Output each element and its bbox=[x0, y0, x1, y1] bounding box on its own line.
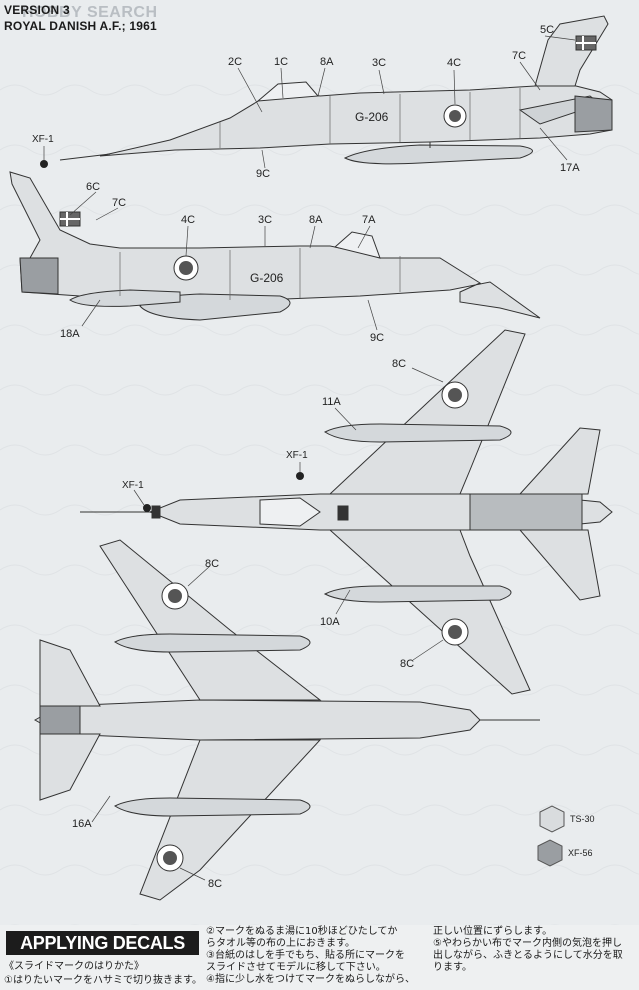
instruction-step-5c: ります。 bbox=[433, 962, 472, 973]
callout-label: XF-1 bbox=[122, 480, 144, 491]
callout-label: 9C bbox=[256, 168, 271, 180]
paint-swatch-xf56 bbox=[537, 839, 563, 867]
instruction-step-4b: 正しい位置にずらします。 bbox=[433, 926, 553, 937]
aircraft-drawings: G-206 G-206 bbox=[0, 15, 639, 925]
bottom-view bbox=[33, 539, 540, 901]
callout-label: 10A bbox=[320, 616, 340, 628]
instruction-step-5b: 出しながら、ふきとるようにして水分を取 bbox=[433, 950, 623, 961]
callout-label: 2C bbox=[228, 56, 243, 68]
callout-label: 16A bbox=[72, 818, 92, 830]
top-view bbox=[80, 329, 613, 695]
callout-label: 8C bbox=[208, 878, 223, 890]
callout-label: XF-1 bbox=[32, 134, 54, 145]
xf1-dot bbox=[296, 472, 304, 480]
side-view-left bbox=[9, 171, 541, 321]
callout-label: 8C bbox=[205, 558, 220, 570]
registration-top: G-206 bbox=[355, 110, 389, 124]
callout-label: 8A bbox=[320, 56, 334, 68]
callout-label: 3C bbox=[372, 57, 387, 69]
callout-label: XF-1 bbox=[286, 450, 308, 461]
callout-label: 5C bbox=[540, 24, 555, 36]
instruction-step-2b: らタオル等の布の上におきます。 bbox=[206, 938, 355, 949]
callout-label: 8C bbox=[392, 358, 407, 370]
callout-label: 8A bbox=[309, 214, 323, 226]
instruction-step-2a: ②マークをぬるま湯に10秒ほどひたしてか bbox=[206, 926, 398, 937]
callout-label: 3C bbox=[258, 214, 273, 226]
instruction-step-1: ①はりたいマークをハサミで切り抜きます。 bbox=[4, 975, 202, 986]
side-view-right bbox=[59, 15, 613, 165]
instruction-step-5a: ⑤やわらかい布でマーク内側の気泡を押し bbox=[433, 938, 622, 949]
callout-label: 7C bbox=[112, 197, 127, 209]
paint-label-xf56: XF-56 bbox=[568, 848, 593, 858]
watermark-text: HOBBY SEARCH bbox=[22, 4, 158, 21]
instruction-step-3b: スライドさせてモデルに移して下さい。 bbox=[206, 962, 386, 973]
leader-lines bbox=[43, 35, 576, 881]
version-label: VERSION 3 bbox=[4, 3, 70, 17]
paint-label-ts30: TS-30 bbox=[570, 814, 595, 824]
callout-label: 7C bbox=[512, 50, 527, 62]
instruction-step-4: ④指に少し水をつけてマークをぬらしながら、 bbox=[206, 974, 415, 985]
instruction-step-3a: ③台紙のはしを手でもち、貼る所にマークを bbox=[206, 950, 405, 961]
callout-label: 6C bbox=[86, 181, 101, 193]
xf1-dot bbox=[143, 504, 151, 512]
callout-label: 8C bbox=[400, 658, 415, 670]
callout-label: 4C bbox=[181, 214, 196, 226]
paint-swatch-ts30 bbox=[539, 805, 565, 833]
xf1-dot bbox=[40, 160, 48, 168]
callout-label: 9C bbox=[370, 332, 385, 344]
callout-label: 17A bbox=[560, 162, 580, 174]
callout-label: 4C bbox=[447, 57, 462, 69]
callout-label: 7A bbox=[362, 214, 376, 226]
callout-label: 11A bbox=[322, 396, 341, 408]
unit-label: ROYAL DANISH A.F.; 1961 bbox=[4, 19, 157, 33]
registration-bottom: G-206 bbox=[250, 271, 284, 285]
callout-label: 1C bbox=[274, 56, 289, 68]
instruction-heading: 《スライドマークのはりかた》 bbox=[4, 961, 144, 972]
callout-label: 18A bbox=[60, 328, 80, 340]
applying-decals-title: APPLYING DECALS bbox=[6, 931, 199, 955]
